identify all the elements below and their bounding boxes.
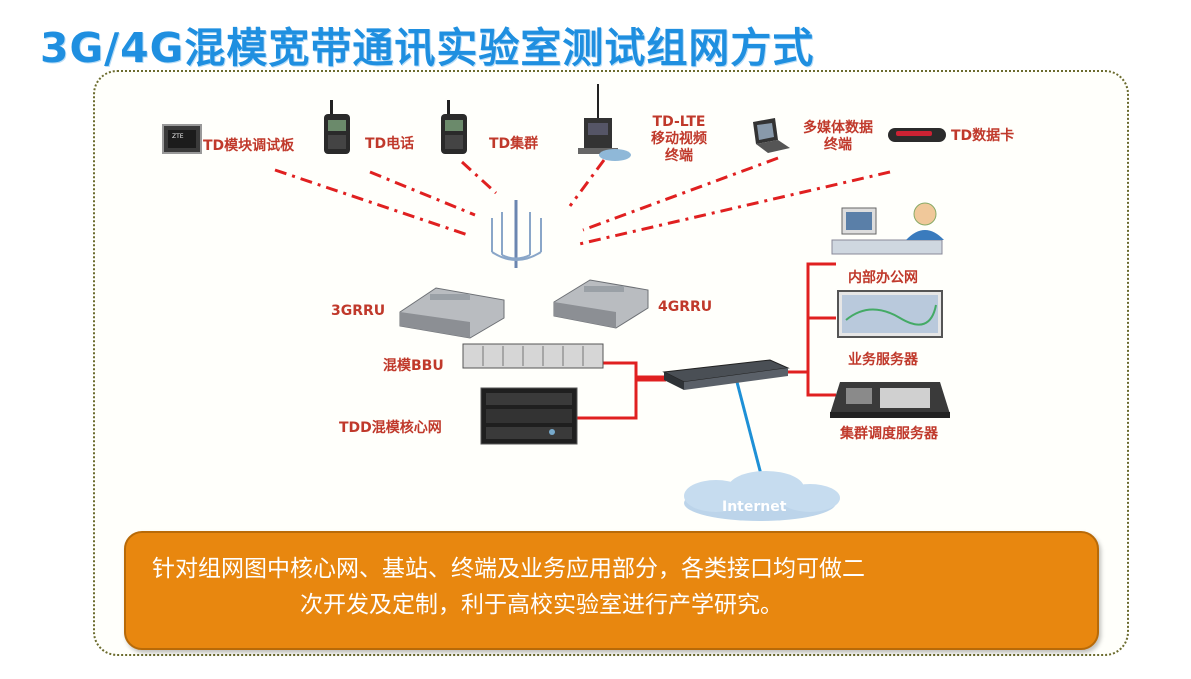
core-network-icon — [480, 387, 578, 445]
business-server-monitor-icon — [837, 290, 943, 338]
label-rru-3g: 3GRRU — [331, 303, 386, 319]
label-business-server: 业务服务器 — [848, 352, 918, 368]
wired-links — [576, 262, 836, 420]
antenna-icon — [491, 200, 542, 268]
td-trunk-icon — [441, 100, 467, 154]
page-title: 3G/4G混模宽带通讯实验室测试组网方式 — [40, 24, 815, 72]
label-bbu: 混模BBU — [383, 358, 444, 374]
bbu-icon — [462, 343, 604, 369]
label-multimedia-terminal: 多媒体数据 终端 — [803, 120, 873, 153]
data-card-icon — [888, 128, 946, 142]
label-td-data-card: TD数据卡 — [951, 128, 1015, 144]
office-worker-icon — [831, 202, 944, 255]
wireless-link-td-trunk — [460, 160, 498, 195]
core-switch-link — [576, 378, 666, 420]
module-board-icon: ZTE — [162, 124, 202, 154]
td-phone-icon — [324, 100, 350, 154]
label-td-phone: TD电话 — [365, 136, 415, 152]
video-terminal-icon — [578, 84, 631, 161]
wireless-link-multimedia — [582, 156, 779, 232]
dispatch-console-icon — [830, 382, 950, 418]
summary-note-line-1: 针对组网图中核心网、基站、终端及业务应用部分，各类接口均可做二 — [152, 556, 865, 582]
label-internet: Internet — [722, 499, 787, 515]
label-td-lte-video: TD-LTE 移动视频 终端 — [651, 114, 707, 164]
internet-link — [735, 381, 766, 487]
rru-3g-icon — [399, 287, 505, 339]
label-td-trunk: TD集群 — [489, 136, 539, 152]
wireless-link-module-board — [274, 168, 469, 237]
label-office-network: 内部办公网 — [848, 270, 918, 286]
switch-icon — [662, 359, 790, 390]
svg-text:ZTE: ZTE — [172, 133, 184, 140]
bbu-switch-link — [603, 361, 666, 379]
label-rru-4g: 4GRRU — [658, 299, 713, 315]
rru-4g-icon — [553, 279, 649, 329]
label-td-module-board: TD模块调试板 — [203, 138, 295, 154]
wireless-links — [274, 156, 891, 247]
summary-note-line-2: 次开发及定制，利于高校实验室进行产学研究。 — [300, 592, 783, 618]
wireless-link-td-lte — [568, 159, 606, 207]
cloud-icon — [684, 471, 840, 521]
summary-note: 针对组网图中核心网、基站、终端及业务应用部分，各类接口均可做二 次开发及定制，利… — [124, 531, 1099, 650]
wireless-link-td-phone — [369, 170, 476, 217]
laptop-icon — [753, 118, 790, 153]
label-dispatch-server: 集群调度服务器 — [840, 426, 938, 442]
label-core-network: TDD混模核心网 — [339, 420, 442, 436]
